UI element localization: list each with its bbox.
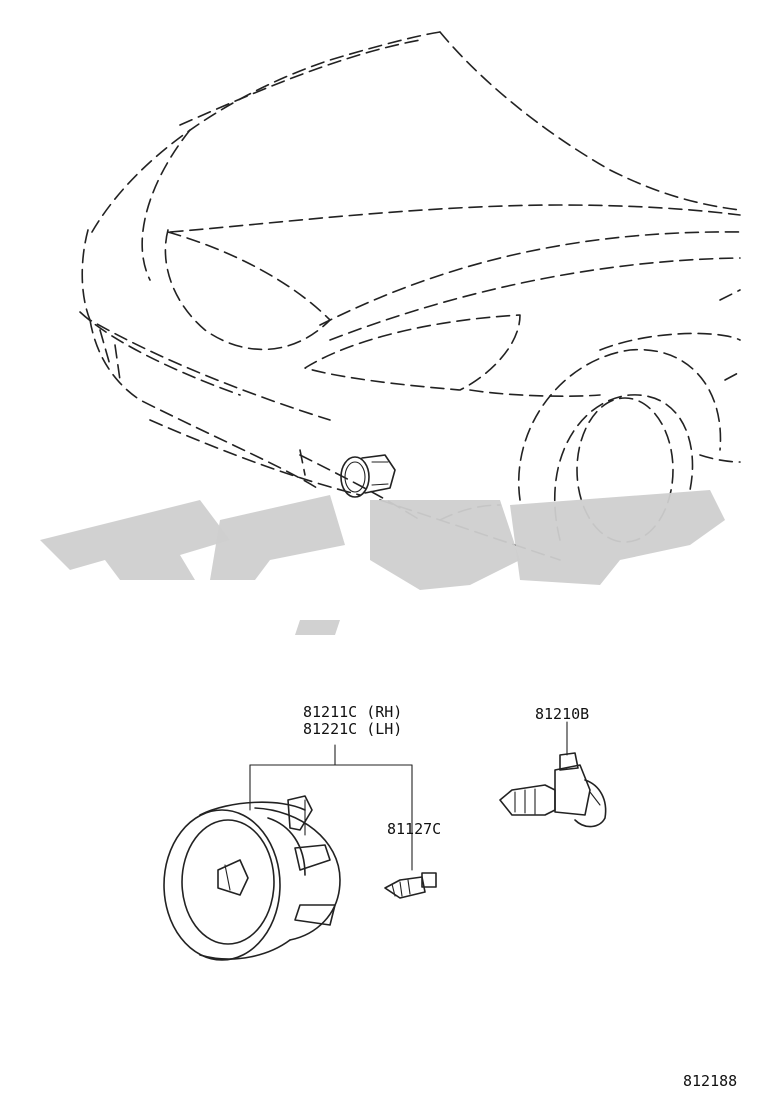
watermark-logo bbox=[40, 490, 725, 635]
car-front-outline bbox=[79, 31, 741, 561]
figure-number: 812188 bbox=[683, 1072, 737, 1090]
label-fog-lamp-rh: 81211C (RH) bbox=[303, 703, 402, 721]
label-fog-lamp-lh: 81221C (LH) bbox=[303, 720, 402, 738]
label-bulb: 81210B bbox=[535, 705, 589, 723]
label-screw: 81127C bbox=[387, 820, 441, 838]
screw-part bbox=[384, 872, 437, 899]
fog-lamp-assembly bbox=[163, 795, 341, 961]
bulb-part bbox=[499, 721, 607, 828]
fog-lamp-location-on-car bbox=[340, 454, 396, 498]
